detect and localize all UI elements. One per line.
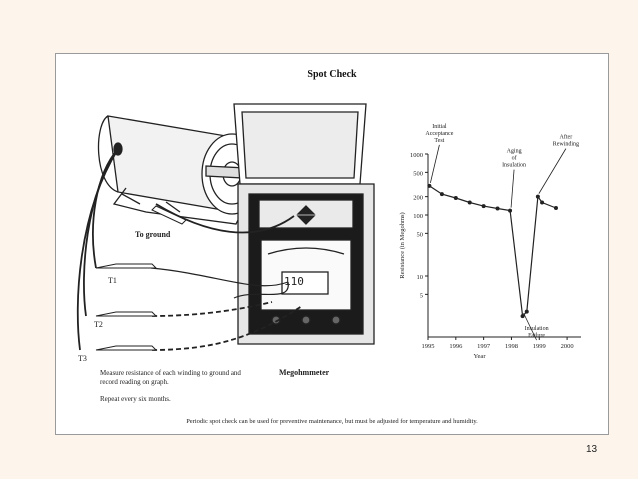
annotation-label: of <box>512 155 517 162</box>
illustration <box>76 103 375 351</box>
annotation-label: Aging <box>507 149 522 155</box>
annotation-label: Initial <box>432 124 447 130</box>
instruction-text: Measure resistance of each winding to gr… <box>100 369 241 386</box>
megohmmeter-label: Megohmmeter <box>279 368 330 377</box>
data-point <box>524 309 529 314</box>
y-tick-label: 200 <box>413 195 423 202</box>
x-tick-label: 1997 <box>477 343 491 350</box>
x-tick-label: 1999 <box>533 343 546 350</box>
annotation-label: Rewinding <box>553 142 579 148</box>
data-point <box>553 206 558 211</box>
data-point <box>535 194 540 199</box>
figure-panel: Spot Check <box>55 53 609 435</box>
y-tick-label: 100 <box>413 213 423 220</box>
x-axis-label: Year <box>474 353 487 360</box>
megohmmeter-illustration <box>233 103 375 345</box>
data-point <box>481 204 486 209</box>
data-point <box>439 192 444 197</box>
y-tick-label: 10 <box>417 274 424 281</box>
y-axis-label: Resistance (in Megohms) <box>399 212 406 278</box>
figure-title: Spot Check <box>307 69 357 80</box>
annotation-arrow <box>523 312 537 341</box>
annotation-label: Acceptance <box>425 131 453 137</box>
data-point <box>520 314 525 319</box>
y-tick-label: 1000 <box>410 152 423 159</box>
x-tick-label: 1998 <box>505 343 518 350</box>
y-tick-label: 50 <box>417 231 424 238</box>
data-point <box>508 208 513 213</box>
data-point <box>540 200 545 205</box>
annotation-label: Insulation <box>525 326 549 332</box>
annotation-arrow <box>538 148 567 194</box>
page-number: 13 <box>586 444 598 455</box>
annotation-label: Insulation <box>502 163 526 169</box>
y-tick-label: 500 <box>413 170 423 177</box>
x-tick-label: 2000 <box>561 343 574 350</box>
data-point <box>427 183 432 188</box>
test-leads <box>76 148 303 351</box>
data-point <box>495 206 500 211</box>
repeat-text: Repeat every six months. <box>100 395 171 403</box>
annotation-label: After <box>560 134 573 141</box>
resistance-chart: 1000 500 200 100 50 10 5 1995 1996 1997 1998 1999 20… <box>399 124 581 360</box>
annotation-label: Failure <box>528 333 545 339</box>
t1-label: T1 <box>108 276 117 285</box>
series-line <box>429 185 557 318</box>
to-ground-label: To ground <box>135 230 171 239</box>
figure-caption: Periodic spot check can be used for prev… <box>186 418 478 425</box>
data-point <box>467 200 472 205</box>
t2-label: T2 <box>94 320 103 329</box>
probe-clips <box>95 205 187 351</box>
x-tick-label: 1995 <box>422 343 435 350</box>
meter-display: 110 <box>284 275 304 288</box>
annotation-arrow <box>430 144 440 183</box>
annotation-label: Test <box>434 138 444 144</box>
y-tick-label: 5 <box>420 292 423 299</box>
t3-label: T3 <box>78 354 87 363</box>
data-point <box>453 195 458 200</box>
x-tick-label: 1996 <box>449 343 463 350</box>
annotation-arrow <box>510 169 515 208</box>
